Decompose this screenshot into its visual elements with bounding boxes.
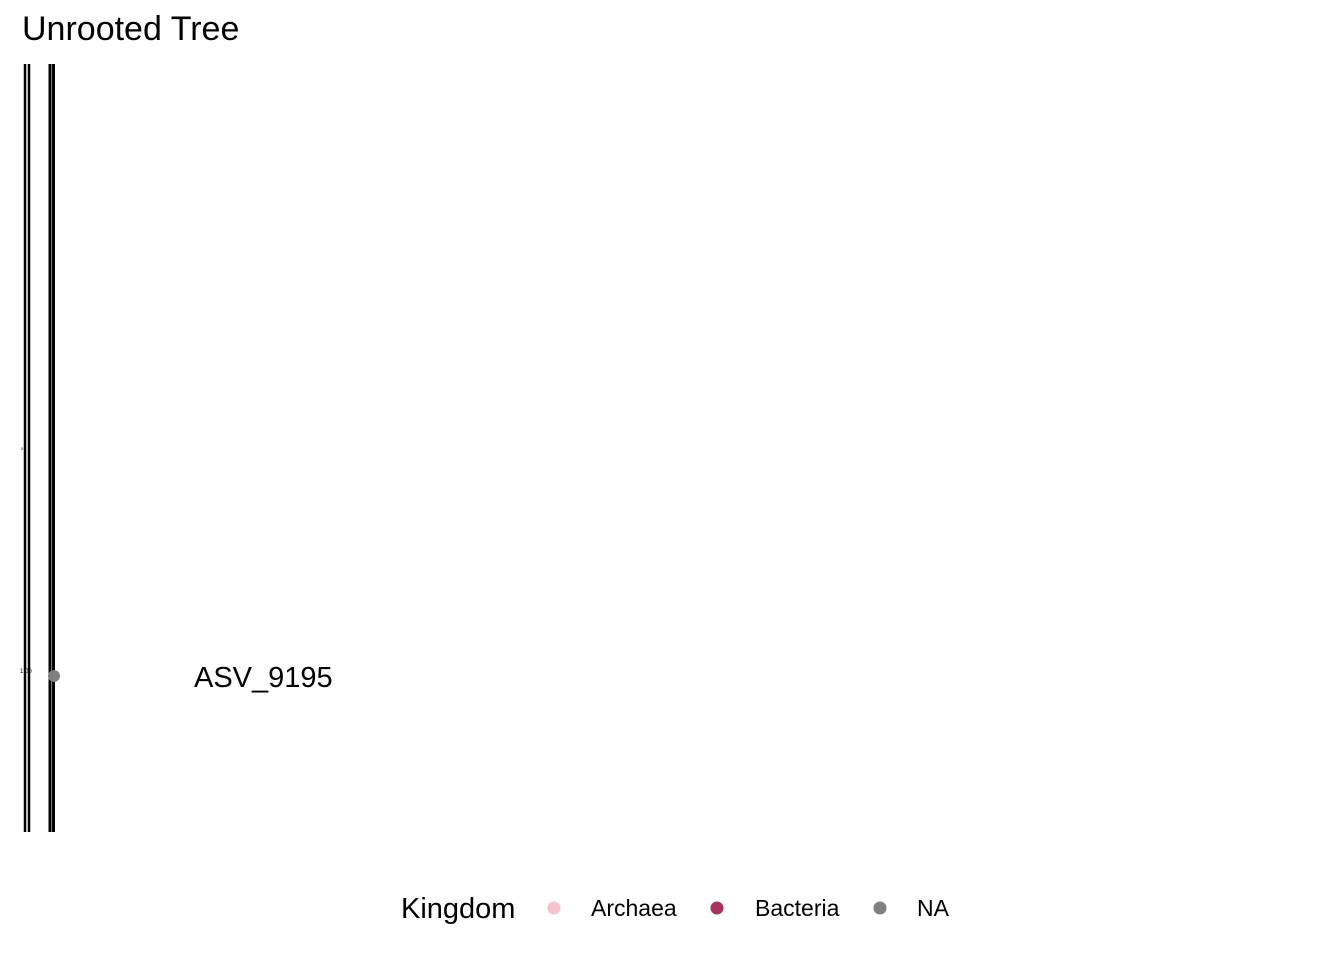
legend-label-bacteria: Bacteria (755, 895, 840, 921)
legend-label-archaea: Archaea (591, 895, 677, 921)
tip-point (48, 670, 60, 682)
node-label: 1.00 (20, 669, 32, 675)
tip-label: ASV_9195 (194, 662, 333, 694)
node-label: 0 (21, 446, 24, 451)
legend-label-na: NA (917, 895, 950, 921)
tree-branches (23, 64, 55, 832)
legend: Kingdom Archaea Bacteria NA (401, 893, 950, 925)
chart-title: Unrooted Tree (22, 10, 239, 48)
legend-key-na (873, 901, 887, 915)
legend-key-archaea (547, 901, 561, 915)
legend-title: Kingdom (401, 893, 515, 925)
legend-key-bacteria (710, 901, 724, 915)
